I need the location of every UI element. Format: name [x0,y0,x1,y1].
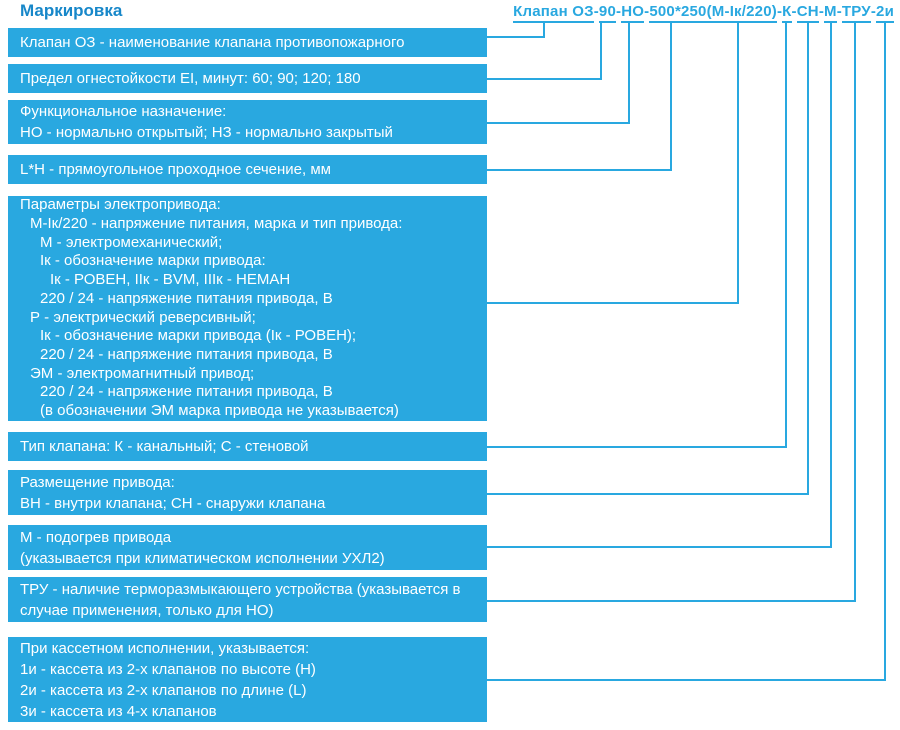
formula-segment: М [824,3,837,23]
formula-segment: 500*250(М-Iк/220) [649,3,777,23]
box-text-line: L*H - прямоугольное проходное сечение, м… [20,161,331,178]
page-title: Маркировка [20,1,123,20]
connector-horizontal-line [487,302,739,304]
formula-separator: - [791,3,797,20]
connector-vertical-line [830,23,832,548]
box-text-line: Р - электрический реверсивный; [30,308,256,326]
box-text-line: Предел огнестойкости EI, минут: 60; 90; … [20,70,361,87]
connector-vertical-line [884,23,886,681]
formula-separator: - [644,3,650,20]
box-text-line: (в обозначении ЭМ марка привода не указы… [40,402,399,420]
box-drive-heating: М - подогрев привода (указывается при кли… [8,525,487,570]
connector-vertical-line [670,23,672,171]
formula-segment: СН [796,3,819,23]
box-text-line: Функциональное назначение: [20,103,227,120]
formula-segment: К [782,3,792,23]
box-thermal-release-device: ТРУ - наличие терморазмыкающего устройст… [8,577,487,622]
box-fire-resistance-limit: Предел огнестойкости EI, минут: 60; 90; … [8,64,487,93]
box-valve-name: Клапан ОЗ - наименование клапана противо… [8,28,487,57]
connector-horizontal-line [487,679,886,681]
connector-horizontal-line [487,36,545,38]
box-text-line: 220 / 24 - напряжение питания привода, В [40,383,333,401]
box-text-line: Клапан ОЗ - наименование клапана противо… [20,34,405,51]
box-text-line: При кассетном исполнении, указывается: [20,639,310,657]
box-functional-purpose: Функциональное назначение: НО - нормально… [8,100,487,144]
connector-horizontal-line [487,122,630,124]
box-text-line: Тип клапана: К - канальный; С - стеновой [20,438,309,455]
box-electric-drive-params: Параметры электропривода:М-Iк/220 - напр… [8,196,487,421]
formula-separator: - [776,3,783,20]
formula-separator: - [836,3,842,20]
connector-vertical-line [628,23,630,124]
box-text-line: М-Iк/220 - напряжение питания, марка и т… [30,214,403,232]
connector-horizontal-line [487,600,856,602]
box-text-line: Iк - обозначение марки привода (Iк - РОВ… [40,327,357,345]
box-text-line: Iк - обозначение марки привода: [40,252,266,270]
box-text-line: М - подогрев привода [20,528,172,546]
connector-vertical-line [807,23,809,495]
box-text-line: 2и - кассета из 2-х клапанов по длине (L… [20,681,307,699]
formula-separator: - [616,3,622,20]
formula-segment: 2и [876,3,894,23]
box-text-line: Размещение привода: [20,473,175,491]
connector-horizontal-line [487,546,832,548]
box-drive-placement: Размещение привода: ВН - внутри клапана; … [8,470,487,515]
connector-vertical-line [600,23,602,80]
box-text-line: случае применения, только для НО) [20,601,274,619]
formula-segment: 90 [598,3,616,23]
box-valve-type: Тип клапана: К - канальный; С - стеновой [8,432,487,461]
formula-separator: - [870,3,877,20]
connector-vertical-line [737,23,739,304]
connector-horizontal-line [487,446,787,448]
box-text-line: 1и - кассета из 2-х клапанов по высоте (… [20,660,316,678]
box-text-line: М - электромеханический; [40,233,223,251]
box-text-line: ВН - внутри клапана; СН - снаружи клапан… [20,494,326,512]
connector-horizontal-line [487,169,672,171]
connector-horizontal-line [487,493,809,495]
box-text-line: Iк - РОВЕН, IIк - BVM, IIIк - НЕМАН [50,271,291,289]
connector-vertical-line [543,23,545,38]
box-cross-section: L*H - прямоугольное проходное сечение, м… [8,155,487,184]
formula-segment: Клапан ОЗ [513,3,594,23]
formula-separator: - [593,3,599,20]
connector-vertical-line [854,23,856,602]
connector-horizontal-line [487,78,602,80]
box-text-line: 220 / 24 - напряжение питания привода, В [40,289,333,307]
box-text-line: 3и - кассета из 4-х клапанов [20,702,217,720]
box-cassette-version: При кассетном исполнении, указывается: 1и… [8,637,487,722]
box-text-line: (указывается при климатическом исполнени… [20,549,385,567]
connector-vertical-line [785,23,787,448]
marking-formula: Клапан ОЗ-90-НО-500*250(М-Iк/220)-К-СН-М… [513,3,894,23]
formula-segment: НО [621,3,645,23]
box-text-line: 220 / 24 - напряжение питания привода, В [40,345,333,363]
box-text-line: ТРУ - наличие терморазмыкающего устройст… [20,580,461,598]
box-text-line: НО - нормально открытый; НЗ - нормально … [20,124,393,141]
formula-segment: ТРУ [841,3,871,23]
box-text-line: ЭМ - электромагнитный привод; [30,364,255,382]
box-text-line: Параметры электропривода: [20,196,221,214]
formula-separator: - [818,3,825,20]
